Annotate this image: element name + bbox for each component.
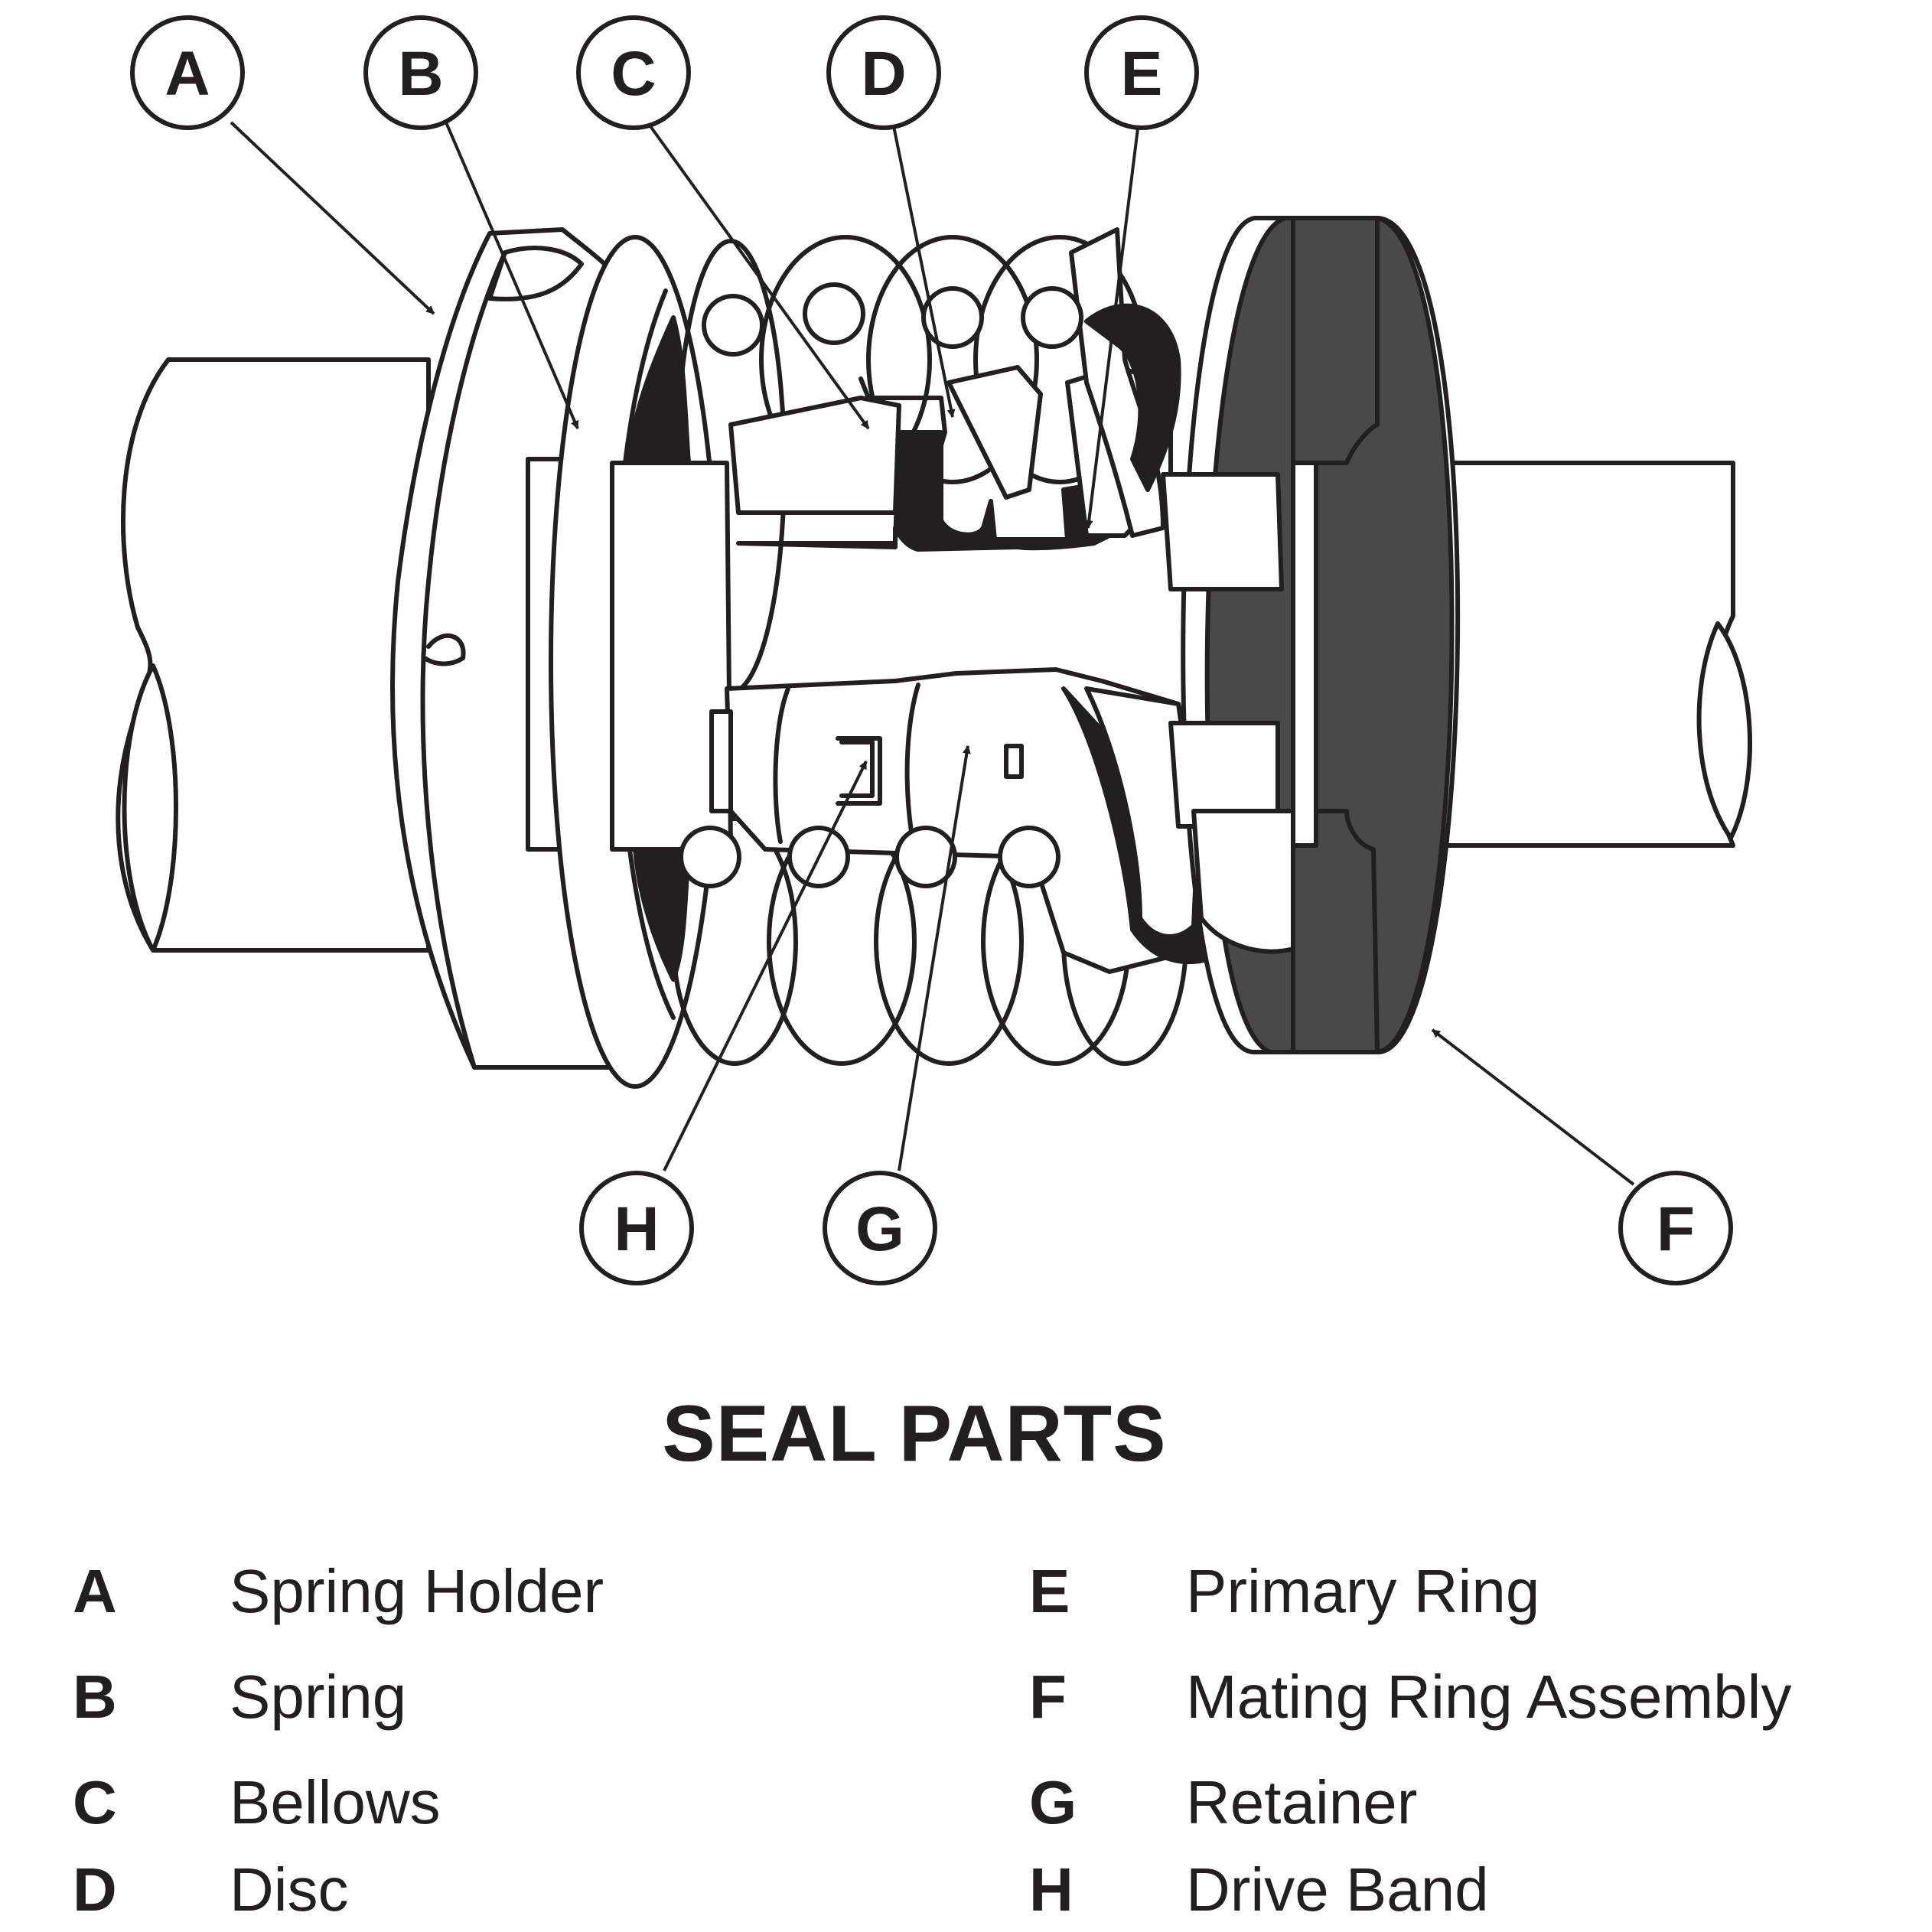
callout-a: A [130,15,245,130]
leader-a [230,121,435,315]
svg-text:G: G [855,1194,904,1264]
leader-h [663,761,868,1171]
callout-f: F [1618,1171,1733,1285]
legend-letter: E [1029,1557,1070,1625]
callout-b: B [363,15,478,130]
legend-name: Bellows [230,1768,441,1836]
leader-f [1431,1028,1635,1186]
legend-letter: G [1029,1768,1077,1836]
seal-diagram: A B C D E F G H [116,15,1753,1285]
bellows-cutaway [610,227,1181,852]
callouts: A B C D E F G H [130,15,1733,1285]
legend-letter: A [73,1557,117,1625]
legend-name: Disc [230,1855,349,1924]
bellows [625,315,1112,982]
retainer [709,667,1249,974]
legend-letter: H [1029,1855,1074,1924]
svg-text:D: D [861,39,906,109]
callout-e: E [1084,15,1199,130]
legend-name: Retainer [1186,1768,1418,1836]
legend-name: Drive Band [1186,1855,1489,1924]
leader-c [649,125,870,430]
legend-name: Spring [230,1663,407,1731]
diagram-title: SEAL PARTS [662,1390,1167,1478]
legend-letter: C [73,1768,117,1836]
legend-letter: D [73,1855,117,1924]
leader-d [892,125,956,419]
legend-name: Mating Ring Assembly [1186,1663,1792,1731]
callout-g: G [823,1171,937,1285]
svg-text:C: C [611,39,656,109]
drive-band [679,282,1083,888]
svg-text:F: F [1657,1194,1695,1264]
svg-text:H: H [614,1194,659,1264]
legend-letter: B [73,1663,117,1731]
legend-name: Primary Ring [1186,1557,1540,1625]
leader-lines [230,121,1635,1186]
svg-text:A: A [165,39,210,109]
svg-text:B: B [398,39,443,109]
leader-g [898,744,971,1171]
callout-h: H [579,1171,694,1285]
callout-c: C [576,15,691,130]
callout-d: D [826,15,941,130]
mating-ring [1161,216,1461,1055]
svg-text:E: E [1121,39,1163,109]
legend-letter: F [1029,1663,1067,1731]
leader-e [1084,122,1140,529]
leader-b [445,122,579,430]
legend-name: Spring Holder [230,1557,604,1625]
